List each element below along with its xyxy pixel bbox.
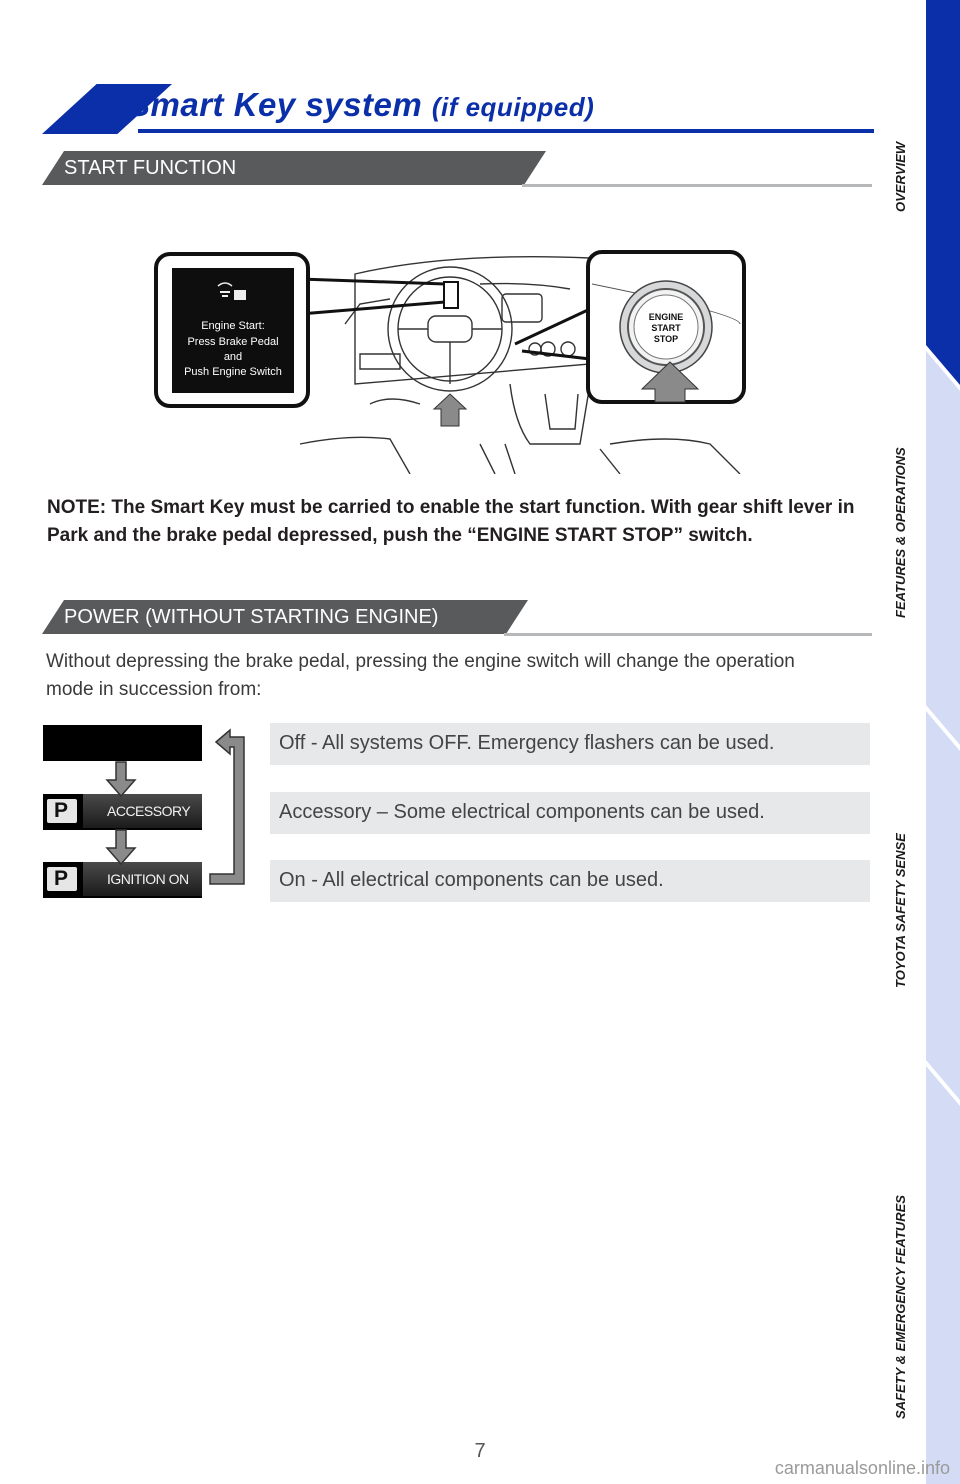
park-indicator: P [47,867,77,891]
side-tab-features[interactable]: FEATURES & OPERATIONS [893,428,923,618]
display-line-1: Engine Start: [201,320,265,332]
side-tab-label: OVERVIEW [893,141,908,212]
section-rule [504,633,872,636]
mode-off: Off - All systems OFF. Emergency flasher… [270,723,870,765]
dashboard-illustration: Engine Start: Press Brake Pedal and Push… [154,250,746,474]
intro-text: Without depressing the brake pedal, pres… [46,651,795,700]
park-indicator-text: P [54,867,69,890]
page-title-sub: (if equipped) [431,92,595,122]
mode-on: On - All electrical components can be us… [270,860,870,902]
side-tab-label: FEATURES & OPERATIONS [893,447,908,618]
park-indicator: P [47,799,77,823]
watermark: carmanualsonline.info [774,1458,950,1478]
accessory-display: P ACCESSORY [43,794,202,830]
mode-on-text: On - All electrical components can be us… [279,869,664,891]
page-title-main: Smart Key system [128,86,423,123]
title-underline [138,129,874,133]
section-title: START FUNCTION [64,157,237,179]
button-line-3: STOP [654,334,678,344]
mode-accessory: Accessory – Some electrical components c… [270,792,870,834]
side-tab-label: SAFETY & EMERGENCY FEATURES [893,1195,908,1419]
side-tab-emergency[interactable]: SAFETY & EMERGENCY FEATURES [893,1164,923,1419]
down-arrow-icon [105,761,137,798]
section-header-power: POWER (WITHOUT STARTING ENGINE) [42,600,872,636]
ignition-display-text: IGNITION ON [107,871,189,887]
note-text: NOTE: The Smart Key must be carried to e… [47,497,855,546]
display-line-2: Press Brake Pedal [187,336,278,348]
section-header-start-function: START FUNCTION [42,151,872,187]
park-indicator-text: P [54,799,69,822]
ignition-display: P IGNITION ON [43,862,202,898]
side-tab-label: TOYOTA SAFETY SENSE [893,833,908,988]
section-title: POWER (WITHOUT STARTING ENGINE) [64,606,439,628]
accessory-display-label: ACCESSORY [83,794,202,828]
off-display [43,725,202,761]
display-line-4: Push Engine Switch [184,366,282,378]
button-line-2: START [651,323,681,333]
page-title: Smart Key system (if equipped) [128,86,594,124]
display-line-3: and [224,351,242,363]
side-tab-strip [926,0,960,1484]
section-rule [522,184,872,187]
page-title-bar: Smart Key system (if equipped) [42,84,874,134]
cycle-back-arrow-icon [209,728,245,885]
ignition-display-label: IGNITION ON [83,862,202,896]
accessory-display-text: ACCESSORY [107,803,191,819]
down-arrow-icon [105,829,137,866]
mode-off-text: Off - All systems OFF. Emergency flasher… [279,732,775,754]
side-tab-overview[interactable]: OVERVIEW [893,132,923,212]
page-number: 7 [474,1440,486,1462]
button-line-1: ENGINE [649,312,684,322]
section-tab: START FUNCTION [42,151,546,185]
mode-accessory-text: Accessory – Some electrical components c… [279,801,765,823]
side-tab-safety-sense[interactable]: TOYOTA SAFETY SENSE [893,816,923,988]
section-tab: POWER (WITHOUT STARTING ENGINE) [42,600,528,634]
